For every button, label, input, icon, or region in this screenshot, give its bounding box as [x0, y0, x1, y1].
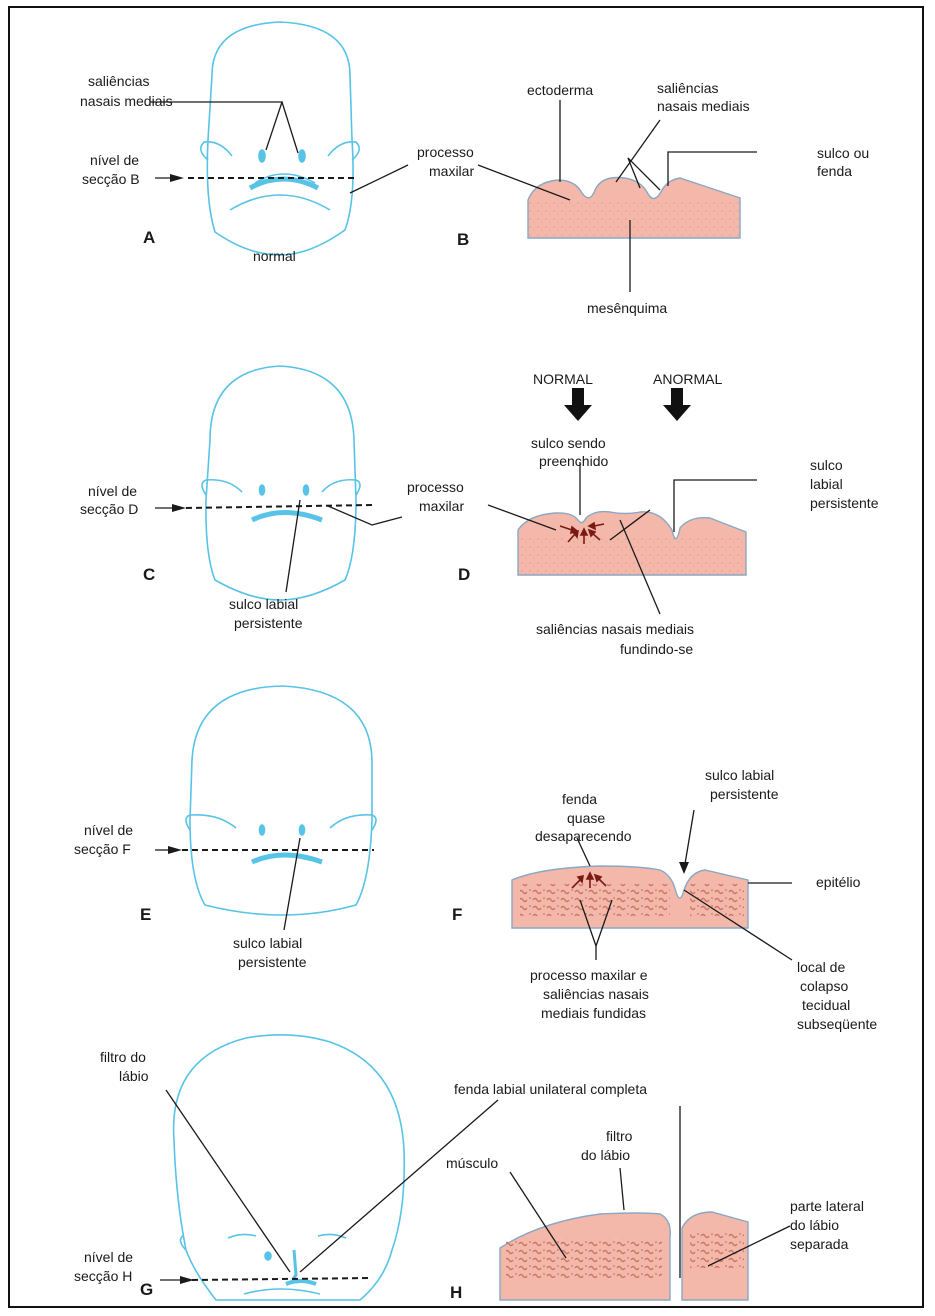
a-level-label-1: nível de — [90, 152, 139, 168]
d-normal-label: NORMAL — [533, 371, 593, 387]
d-fusing-label-1: saliências nasais mediais — [536, 621, 694, 637]
d-filling-label-2: preenchido — [539, 453, 608, 469]
direction-arrow-icons — [564, 388, 691, 421]
c-groove-label-2: persistente — [234, 615, 303, 631]
panel-label-f: F — [452, 905, 462, 924]
f-cleft-label-1: fenda — [562, 791, 597, 807]
panel-label-c: C — [143, 565, 155, 584]
section-h-tissue — [500, 1212, 748, 1300]
e-groove-label-2: persistente — [238, 954, 307, 970]
c-level-label-2: secção D — [80, 501, 138, 517]
d-fusing-label-2: fundindo-se — [620, 641, 693, 657]
groove-arrow-icon — [679, 862, 689, 874]
panel-label-d: D — [458, 565, 470, 584]
f-cleft-label-3: desaparecendo — [535, 828, 632, 844]
d-groove-label-1: sulco — [810, 457, 843, 473]
d-groove-label-3: persistente — [810, 495, 879, 511]
b-ectoderm-label: ectoderma — [527, 82, 593, 98]
section-f-arrow-icon — [168, 846, 182, 854]
f-cleft-label-2: quase — [567, 810, 605, 826]
h-muscle-label: músculo — [446, 1155, 498, 1171]
e-groove-label-1: sulco labial — [233, 935, 302, 951]
face-e-illustration — [186, 686, 376, 915]
h-lateral-label-2: do lábio — [790, 1217, 839, 1233]
section-d-tissue — [518, 512, 746, 575]
f-fused-label-1: processo maxilar e — [530, 967, 648, 983]
panel-label-a: A — [143, 228, 155, 247]
panel-label-e: E — [140, 905, 151, 924]
section-f-tissue — [512, 866, 748, 928]
section-b-tissue — [528, 178, 740, 239]
e-level-label-1: nível de — [84, 822, 133, 838]
e-level-label-2: secção F — [74, 841, 131, 857]
f-groove-label-2: persistente — [710, 786, 779, 802]
panel-label-h: H — [450, 1283, 462, 1302]
d-groove-label-2: labial — [810, 476, 843, 492]
f-epithelium-label: epitélio — [816, 874, 861, 890]
c-level-label-1: nível de — [88, 483, 137, 499]
f-collapse-label-1: local de — [797, 959, 845, 975]
d-abnormal-label: ANORMAL — [653, 371, 722, 387]
h-lateral-label-3: separada — [790, 1236, 849, 1252]
a-nasal-label-2: nasais mediais — [80, 93, 173, 109]
section-b-arrow-icon — [170, 174, 184, 182]
panel-label-g: G — [140, 1280, 153, 1299]
b-maxillary-label-1: processo — [417, 144, 474, 160]
panel-label-b: B — [457, 230, 469, 249]
b-maxillary-label-2: maxilar — [429, 163, 474, 179]
d-maxillary-label-2: maxilar — [419, 498, 464, 514]
face-c-illustration — [202, 366, 360, 600]
h-philtrum-label-1: filtro — [606, 1128, 633, 1144]
b-nasal-label-2: nasais mediais — [657, 98, 750, 114]
c-groove-label-1: sulco labial — [229, 596, 298, 612]
d-maxillary-label-1: processo — [407, 479, 464, 495]
f-collapse-label-3: tecidual — [802, 997, 850, 1013]
a-level-label-2: secção B — [82, 171, 140, 187]
f-fused-label-3: mediais fundidas — [541, 1005, 646, 1021]
f-groove-label-1: sulco labial — [705, 767, 774, 783]
b-mesenchyme-label: mesênquima — [587, 300, 667, 316]
d-filling-label-1: sulco sendo — [531, 435, 606, 451]
b-groove-label-2: fenda — [817, 163, 852, 179]
g-philtrum-label-2: lábio — [119, 1068, 149, 1084]
face-a-illustration — [201, 22, 359, 255]
a-normal-label: normal — [253, 248, 296, 264]
g-philtrum-label-1: filtro do — [100, 1049, 146, 1065]
face-g-illustration — [174, 1035, 405, 1300]
h-cleft-label: fenda labial unilateral completa — [454, 1081, 647, 1097]
section-d-arrow-icon — [172, 504, 186, 512]
face-e-leader-lines — [182, 838, 374, 930]
f-collapse-label-4: subseqüente — [797, 1016, 877, 1032]
g-level-label-1: nível de — [84, 1249, 133, 1265]
f-collapse-label-2: colapso — [800, 978, 848, 994]
f-fused-label-2: saliências nasais — [543, 986, 649, 1002]
face-g-leader-lines — [166, 1090, 498, 1280]
h-lateral-label-1: parte lateral — [790, 1198, 864, 1214]
b-nasal-label-1: saliências — [657, 80, 718, 96]
g-level-label-2: secção H — [74, 1268, 132, 1284]
h-philtrum-label-2: do lábio — [581, 1147, 630, 1163]
section-h-arrow-icon — [180, 1276, 194, 1284]
b-groove-label-1: sulco ou — [817, 145, 869, 161]
a-nasal-label-1: saliências — [88, 73, 149, 89]
